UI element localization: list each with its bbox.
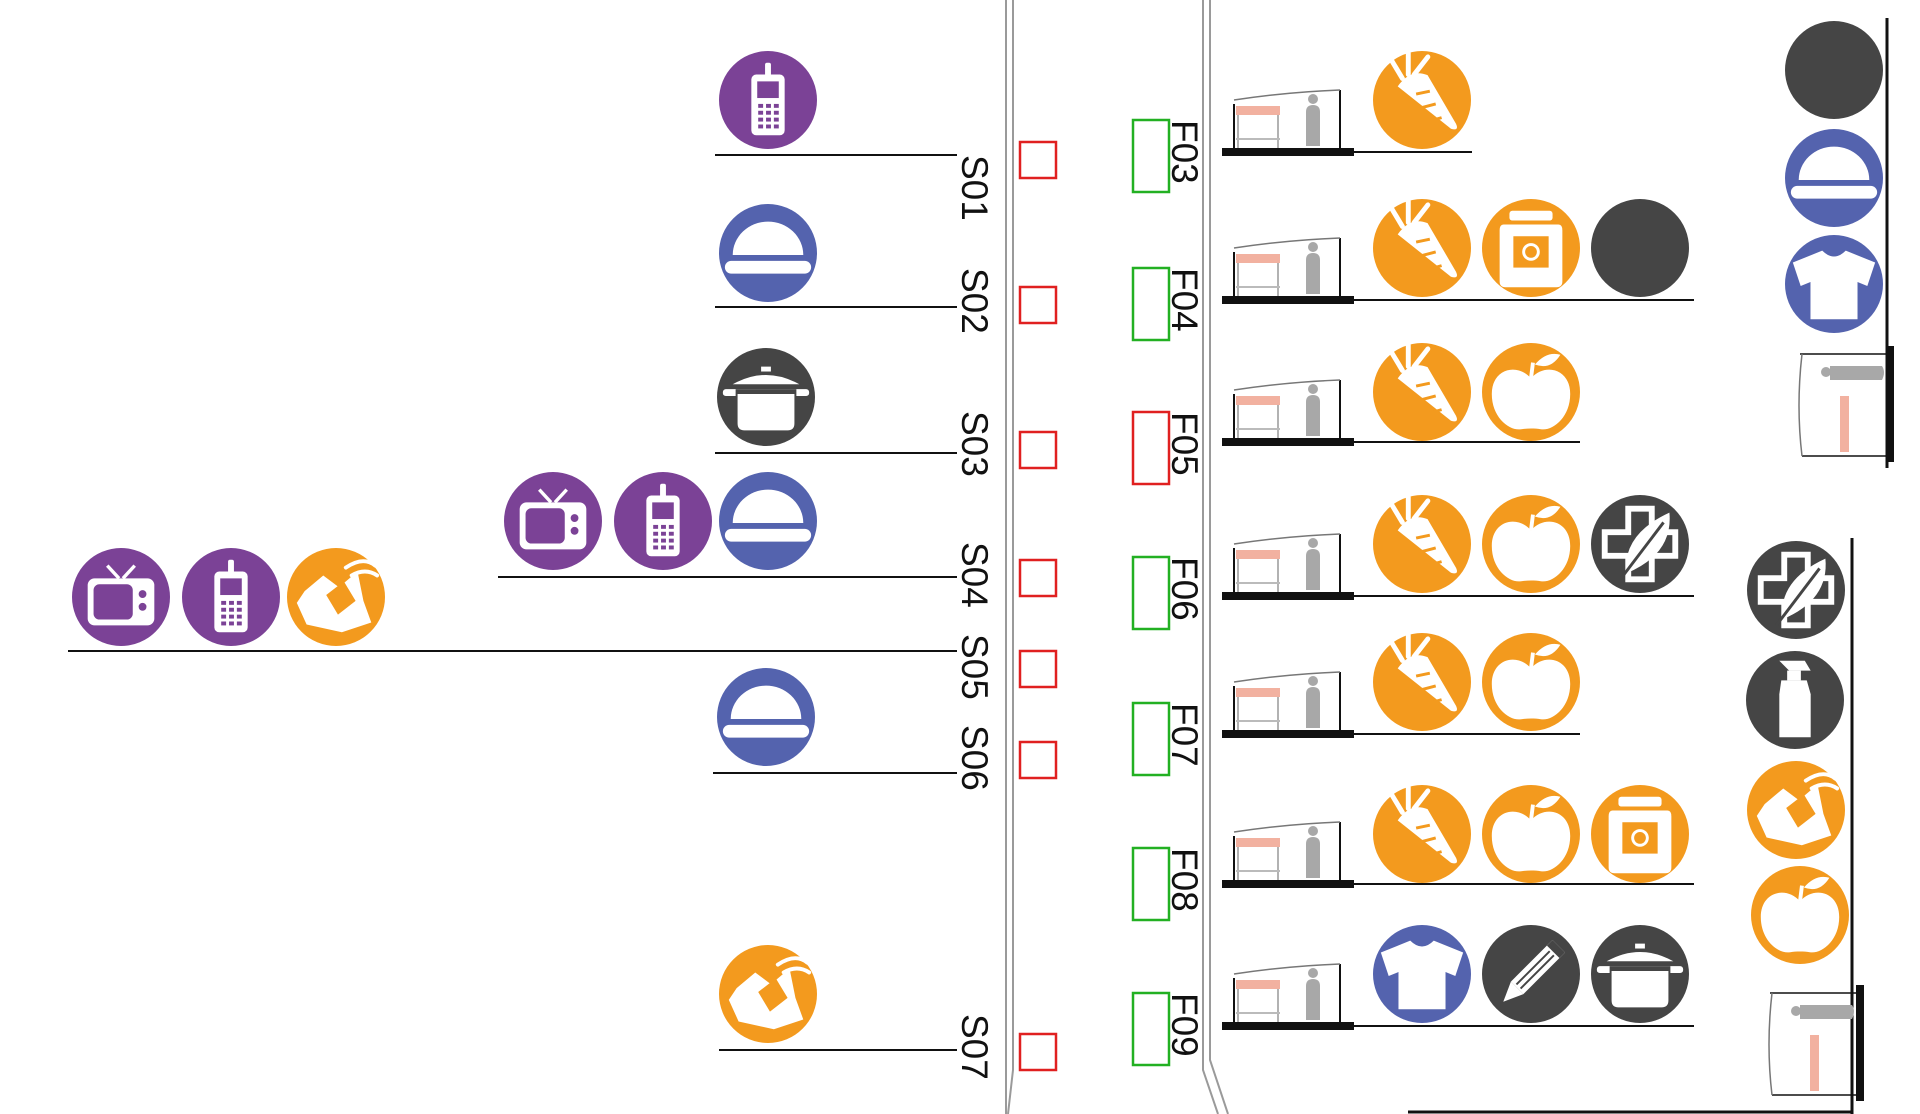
mobile-phone-icon bbox=[719, 51, 817, 149]
left-stall-s01: S01 bbox=[715, 51, 1058, 221]
cooking-pot-icon bbox=[1591, 925, 1689, 1023]
carrot-icon bbox=[1373, 784, 1471, 883]
mobile-phone-icon bbox=[182, 548, 280, 646]
hat-icon bbox=[719, 472, 817, 570]
stall-label: S01 bbox=[954, 155, 995, 221]
corridor-lines bbox=[1005, 0, 1229, 1114]
herbal-cross-icon bbox=[1591, 495, 1689, 593]
television-icon bbox=[72, 548, 170, 646]
stall-figure bbox=[1222, 963, 1354, 1030]
stall-label: F05 bbox=[1164, 412, 1205, 476]
left-stall-s07: S07 bbox=[719, 945, 1058, 1080]
snack-bag-icon bbox=[287, 548, 385, 646]
carrot-icon bbox=[1373, 50, 1471, 149]
snack-bag-icon bbox=[1747, 761, 1845, 859]
left-stall-s02: S02 bbox=[715, 204, 1058, 334]
spray-bottle-icon bbox=[1746, 651, 1844, 749]
television-icon bbox=[504, 472, 602, 570]
apple-icon bbox=[1482, 785, 1580, 883]
stall-figure bbox=[1222, 237, 1354, 304]
stall-label: S05 bbox=[954, 634, 995, 700]
carrot-icon bbox=[1373, 342, 1471, 441]
far-right-stalls bbox=[1746, 21, 1894, 1101]
far-right-bottom-stall bbox=[1746, 541, 1849, 964]
apple-icon bbox=[1482, 343, 1580, 441]
left-stall-s05: S05 bbox=[68, 548, 1058, 700]
status-box bbox=[1131, 410, 1171, 486]
status-box bbox=[1131, 555, 1171, 631]
stall-figure bbox=[1222, 533, 1354, 600]
left-stall-s04: S04 bbox=[498, 472, 1058, 608]
status-box bbox=[1131, 266, 1171, 342]
right-stall-f07: F07 bbox=[1131, 632, 1580, 777]
hat-icon bbox=[717, 668, 815, 766]
status-box bbox=[1131, 701, 1171, 777]
hat-icon bbox=[719, 204, 817, 302]
cooking-pot-icon bbox=[717, 348, 815, 446]
status-box bbox=[1018, 140, 1058, 180]
corridor-left-edge-inner bbox=[1007, 0, 1014, 1114]
right-stall-f03: F03 bbox=[1131, 50, 1472, 194]
status-box bbox=[1131, 846, 1171, 922]
status-box bbox=[1018, 740, 1058, 780]
stall-label: S03 bbox=[954, 411, 995, 477]
status-box bbox=[1131, 991, 1171, 1067]
right-stall-f05: F05 bbox=[1131, 342, 1580, 486]
blank-circle-icon bbox=[1785, 21, 1883, 119]
tshirt-icon bbox=[1785, 235, 1883, 333]
herbal-cross-icon bbox=[1747, 541, 1845, 639]
stall-label: S07 bbox=[954, 1014, 995, 1080]
stall-label: S04 bbox=[954, 542, 995, 608]
status-box bbox=[1018, 285, 1058, 325]
apple-icon bbox=[1482, 633, 1580, 731]
stall-label: F07 bbox=[1164, 703, 1205, 767]
carrot-icon bbox=[1373, 198, 1471, 297]
status-box bbox=[1018, 649, 1058, 689]
left-stall-s06: S06 bbox=[713, 668, 1058, 791]
stall-label: S06 bbox=[954, 725, 995, 791]
right-stall-f04: F04 bbox=[1131, 198, 1694, 342]
mobile-phone-icon bbox=[614, 472, 712, 570]
apple-icon bbox=[1482, 495, 1580, 593]
status-box bbox=[1018, 430, 1058, 470]
stall-figure bbox=[1222, 89, 1354, 156]
side-stall-figure bbox=[1768, 985, 1864, 1101]
stall-figure bbox=[1222, 379, 1354, 446]
stall-label: S02 bbox=[954, 268, 995, 334]
apple-icon bbox=[1751, 866, 1849, 964]
stall-label: F03 bbox=[1164, 120, 1205, 184]
stall-label: F09 bbox=[1164, 993, 1205, 1057]
corridor-right-edge-inner bbox=[1209, 0, 1229, 1114]
status-box bbox=[1018, 1032, 1058, 1072]
snack-bag-icon bbox=[719, 945, 817, 1043]
jar-icon bbox=[1482, 199, 1580, 297]
stall-label: F06 bbox=[1164, 557, 1205, 621]
right-stall-f08: F08 bbox=[1131, 784, 1694, 922]
tshirt-icon bbox=[1373, 925, 1471, 1023]
jar-icon bbox=[1591, 785, 1689, 883]
side-stall-figure bbox=[1798, 346, 1894, 462]
corridor-right-edge bbox=[1202, 0, 1219, 1114]
status-box bbox=[1131, 118, 1171, 194]
carrot-icon bbox=[1373, 494, 1471, 593]
far-right-top-stall bbox=[1785, 21, 1883, 333]
status-box bbox=[1018, 558, 1058, 598]
stall-figure bbox=[1222, 821, 1354, 888]
carrot-icon bbox=[1373, 632, 1471, 731]
pencil-icon bbox=[1482, 925, 1580, 1023]
hat-icon bbox=[1785, 129, 1883, 227]
blank-circle-icon bbox=[1591, 199, 1689, 297]
right-stall-f06: F06 bbox=[1131, 494, 1694, 631]
stall-figure bbox=[1222, 671, 1354, 738]
left-stall-s03: S03 bbox=[715, 348, 1058, 477]
stall-label: F08 bbox=[1164, 848, 1205, 912]
stall-label: F04 bbox=[1164, 268, 1205, 332]
right-stall-f09: F09 bbox=[1131, 925, 1694, 1067]
